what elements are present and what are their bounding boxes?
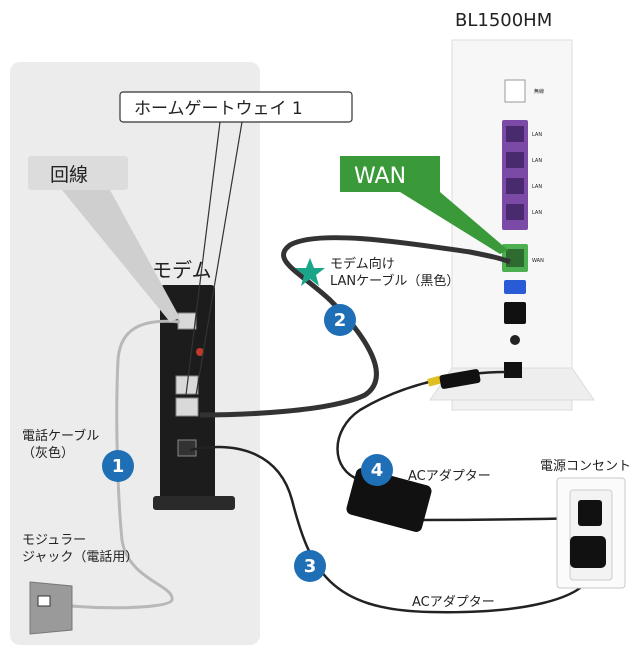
outlet-label: 電源コンセント [540, 459, 631, 474]
svg-text:無線: 無線 [534, 88, 544, 95]
phone-cable-label-2: （灰色） [22, 445, 74, 461]
modular-jack-label-1: モジュラー [22, 533, 86, 548]
step-3-badge [294, 550, 326, 582]
step-1-badge [102, 450, 134, 482]
line-callout-text: 回線 [50, 164, 88, 186]
phone-cable-label-1: 電話ケーブル [22, 428, 99, 444]
svg-text:LAN: LAN [532, 210, 542, 216]
gateway-callout [119, 91, 353, 123]
step-3-number: 3 [304, 556, 317, 577]
ac-adapter-label-top: ACアダプター [408, 469, 491, 484]
lan-cable [199, 235, 511, 418]
svg-text:LAN: LAN [532, 132, 542, 138]
router: 無線 LAN LAN LAN LAN WAN [429, 39, 595, 411]
step-2-badge [324, 304, 356, 336]
svg-text:WAN: WAN [532, 258, 544, 264]
modular-jack [29, 581, 73, 635]
step-2-number: 2 [334, 310, 347, 331]
lan-cable-label-2: LANケーブル（黒色） [330, 273, 459, 289]
line-callout [28, 156, 128, 190]
step-4-number: 4 [371, 460, 384, 481]
modem-power-cable [189, 445, 594, 614]
gateway-callout-text: ホームゲートウェイ 1 [134, 99, 303, 119]
ac-adapter-label-bottom: ACアダプター [412, 595, 495, 610]
svg-text:LAN: LAN [532, 184, 542, 190]
phone-cable [41, 319, 181, 610]
step-1-number: 1 [112, 456, 125, 477]
lan-cable-label-1: モデム向け [330, 256, 395, 272]
router-model: BL1500HM [455, 10, 552, 31]
modular-jack-label-2: ジャック（電話用） [22, 549, 138, 565]
modem [153, 285, 235, 510]
step-4-badge [361, 454, 393, 486]
ac-adapter-router [346, 468, 432, 532]
svg-text:LAN: LAN [532, 158, 542, 164]
wan-callout [340, 156, 440, 192]
star-icon [295, 258, 325, 286]
power-outlet [556, 477, 626, 589]
wan-callout-text: WAN [354, 164, 406, 189]
